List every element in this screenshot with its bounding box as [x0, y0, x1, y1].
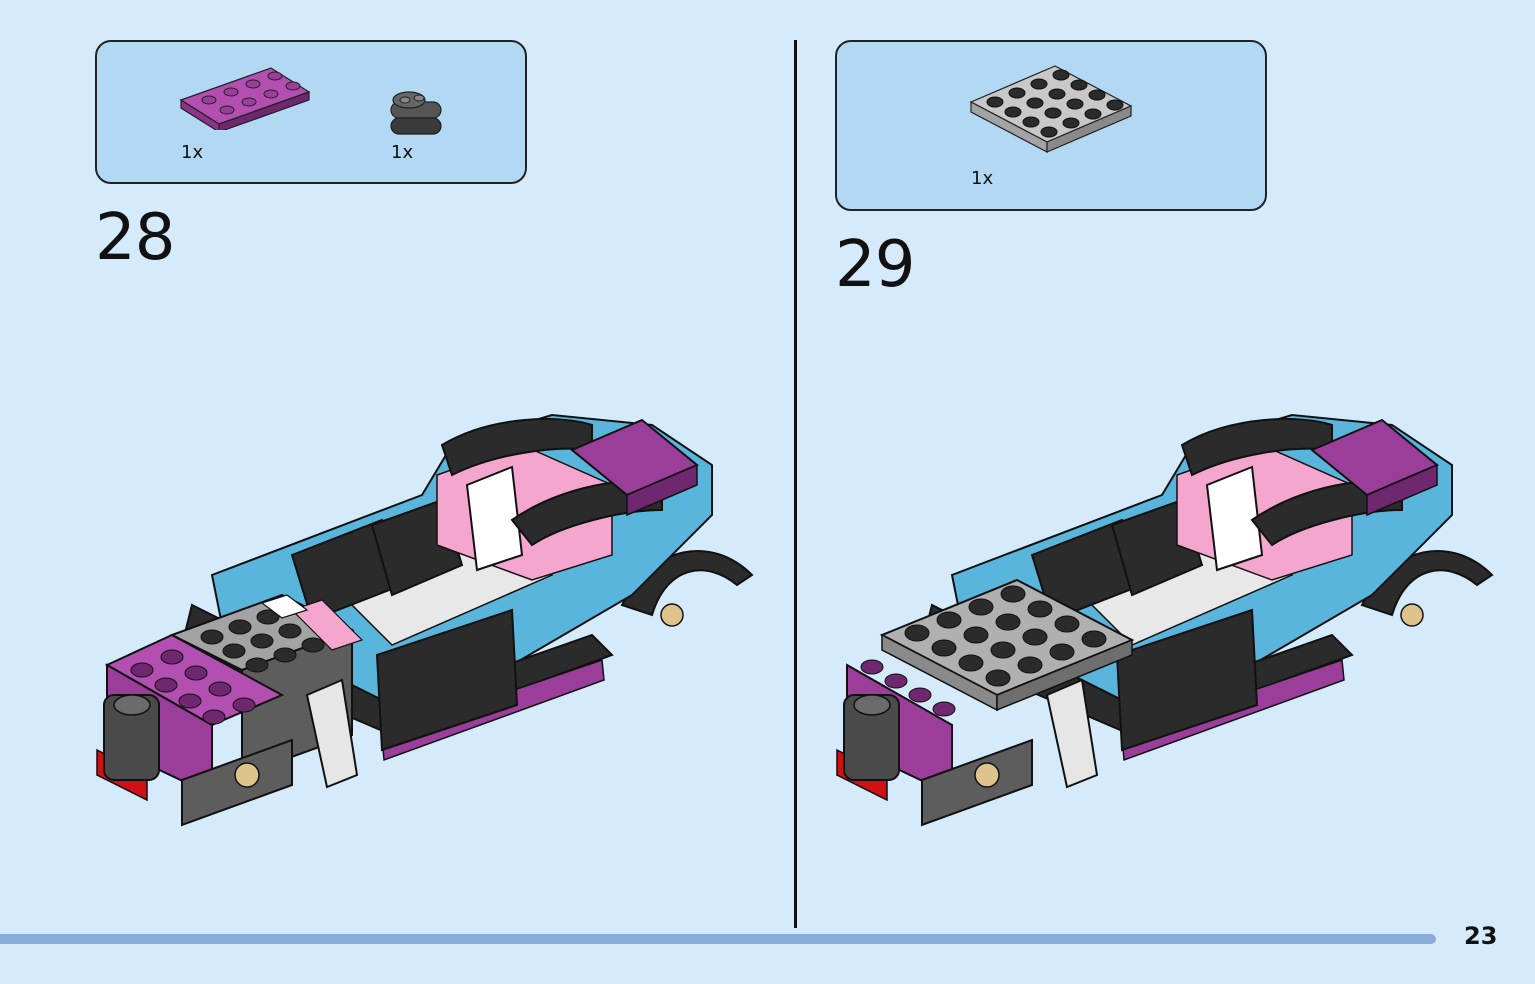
- parts-callout-step-28: 1x 1x: [95, 40, 527, 184]
- car-model-step-29-illustration: [836, 413, 1494, 827]
- magenta-plate-2x4-icon: [179, 67, 311, 130]
- part-quantity: 1x: [181, 142, 204, 163]
- step-number: 28: [95, 201, 175, 275]
- progress-bar: [0, 934, 1436, 944]
- step-divider: [794, 40, 797, 928]
- part-quantity: 1x: [391, 142, 414, 163]
- step-number: 29: [835, 228, 915, 302]
- part-quantity: 1x: [971, 168, 994, 189]
- progress-bar-fill: [0, 934, 1343, 944]
- parts-callout-step-29: 1x: [835, 40, 1267, 211]
- light-grey-plate-4x4-icon: [969, 65, 1133, 153]
- page-number: 23: [1464, 922, 1498, 950]
- dark-grey-bracket-icon: [390, 91, 442, 135]
- car-model-step-28-illustration: [96, 413, 754, 827]
